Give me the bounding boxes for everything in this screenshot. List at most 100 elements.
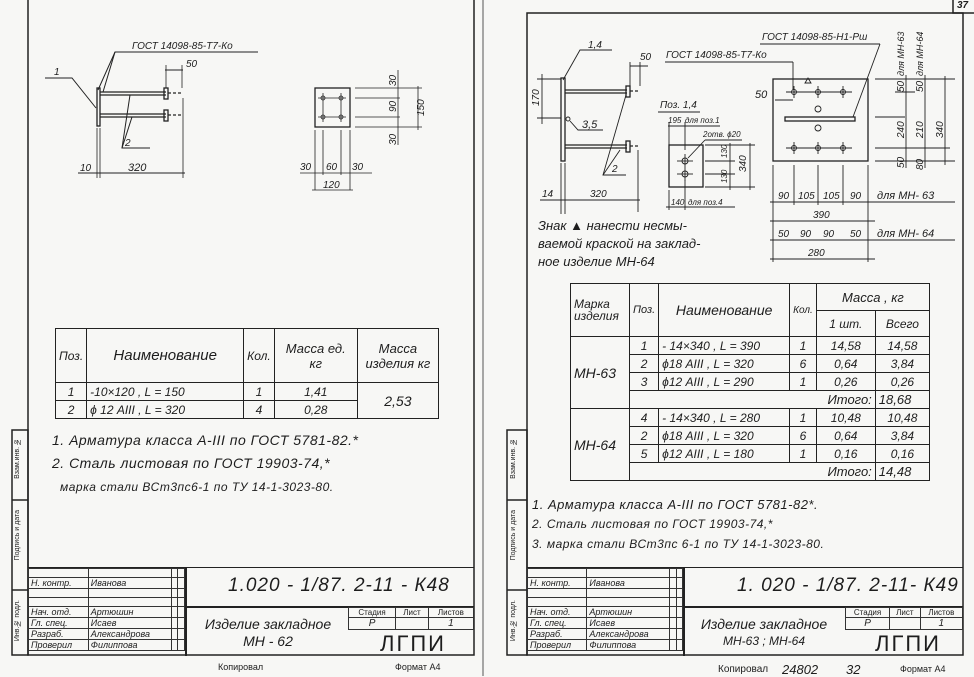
role-label: Разраб. (526, 628, 588, 640)
stage-label: Стадия (844, 607, 891, 618)
format-label: Формат А4 (900, 664, 946, 674)
col-header-name: Наименование (658, 283, 791, 337)
col-header-qty: Кол. (243, 328, 275, 383)
dimension: 340 (738, 155, 749, 172)
role-label: Гл. спец. (28, 617, 89, 629)
role-label: Н. контр. (28, 577, 89, 589)
col-header-pos: Поз. (628, 283, 660, 337)
copied-label: Копировал (718, 664, 769, 675)
dimension: 30 (388, 133, 399, 145)
cell-unit: 14,58 (815, 336, 876, 355)
signer-name: Александрова (586, 628, 671, 640)
dimension: 280 (807, 248, 825, 259)
signer-name: Александрова (87, 628, 173, 640)
dimension: 195 (668, 116, 682, 125)
cell-unit: 0,16 (815, 444, 876, 463)
pos-label: 2 (611, 164, 618, 175)
sheets-value: 1 (427, 617, 475, 630)
dimension-note: для МН- 64 (877, 228, 934, 240)
cell-unit: 0,64 (815, 426, 876, 445)
col-header-mark: Марка изделия (570, 283, 630, 337)
cell-name: ϕ12 AIII , L = 180 (658, 444, 791, 463)
dimension: 150 (416, 99, 427, 116)
note-3: 3. марка стали ВСт3пс 6-1 по ТУ 14-1-302… (532, 537, 825, 551)
sheets-value: 1 (919, 617, 964, 630)
gost-callout: ГОСТ 14098-85-Н1-Рш (762, 32, 868, 43)
right-detail-view (658, 111, 755, 210)
dimension: 50 (755, 89, 768, 101)
dimension: 50 (640, 52, 652, 63)
cell-name: -10×120 , L = 150 (86, 382, 245, 401)
dimension: 50 (186, 59, 198, 70)
left-drawing-labels: ГОСТ 14098-85-Т7-Ко 1 2 50 10 320 30 90 … (54, 41, 427, 191)
stamp-label: Инв.№ подл. (14, 600, 21, 642)
cell-qty: 1 (789, 336, 817, 355)
cell-unit-mass: 1,41 (273, 382, 358, 401)
signer-name: Исаев (586, 617, 671, 629)
pos-label: 3,5 (582, 119, 598, 131)
left-sheet-frame (27, 0, 475, 656)
gost-callout: ГОСТ 14098-85-Т7-Ко (132, 41, 233, 52)
role-label: Нач. отд. (28, 606, 89, 618)
role-label: Проверил (526, 639, 588, 651)
dimension: 240 (896, 121, 907, 139)
dimension-note: для поз.1 (685, 116, 720, 125)
sheets-label: Листов (427, 607, 475, 618)
sheet-label: Лист (395, 607, 429, 618)
cell-name: ϕ18 AIII , L = 320 (658, 426, 791, 445)
col-header-pos: Поз. (54, 328, 88, 383)
cell-qty: 1 (789, 444, 817, 463)
right-side-view (537, 49, 648, 214)
stamp-label: Подпись и дата (14, 510, 21, 561)
dimension: 60 (326, 162, 338, 173)
pos-label: 1 (54, 67, 60, 78)
cell-qty: 1 (243, 382, 275, 401)
dimension: 14 (542, 189, 554, 200)
document-name: Изделие закладное МН - 62 (193, 616, 343, 650)
cell-pos: 2 (54, 400, 88, 419)
signer-name: Филиппова (87, 639, 173, 651)
signer-name: Иванова (586, 577, 671, 589)
cell-qty: 4 (243, 400, 275, 419)
dimension: 170 (531, 89, 542, 106)
signatures-table: Н. контр.Иванова Нач. отд.Артюшин Гл. сп… (526, 568, 684, 651)
dimension: 90 (388, 100, 399, 112)
document-name-line: Изделие закладное (700, 616, 828, 632)
table-row: 1 -10×120 , L = 150 1 1,41 2,53 (54, 382, 440, 419)
document-name: Изделие закладное МН-63 ; МН-64 (689, 616, 839, 650)
sheet-value (889, 617, 921, 630)
right-spec-table: Марка изделия Поз. Наименование Кол. Мас… (570, 283, 931, 481)
total-label: Итого: (629, 462, 876, 481)
signer-name: Артюшин (87, 606, 173, 618)
cell-pos: 5 (628, 444, 660, 463)
pos-label: 2 (124, 138, 131, 149)
col-header-name: Наименование (86, 328, 245, 383)
detail-title: Поз. 1,4 (660, 100, 697, 111)
dimension: 90 (850, 191, 862, 202)
dimension: 130 (720, 144, 729, 158)
left-plate-view (300, 70, 422, 191)
mark-note: ваемой краской на заклад- (538, 236, 701, 251)
col-header-mass-total: Всего (874, 310, 931, 337)
col-header-mass: Масса , кг (815, 283, 931, 311)
signatures-table: Н. контр.Иванова Нач. отд.Артюшин Гл. сп… (28, 568, 185, 651)
role-label: Нач. отд. (526, 606, 588, 618)
right-drawing-labels: ГОСТ 14098-85-Н1-Рш ГОСТ 14098-85-Т7-Ко … (531, 32, 946, 269)
cell-name: ϕ 12 AIII , L = 320 (86, 400, 245, 419)
archive-sheet: 32 (846, 662, 861, 677)
dimension: 320 (590, 189, 607, 200)
stamp-label: Подпись и дата (510, 510, 517, 561)
cell-qty: 6 (789, 354, 817, 373)
note-1: 1. Арматура класса А-III по ГОСТ 5781-82… (532, 497, 819, 512)
col-header-qty: Кол. (789, 283, 817, 337)
signer-name: Артюшин (586, 606, 671, 618)
document-name-line: Изделие закладное (204, 616, 332, 632)
cell-mark: МН-63 (570, 336, 630, 409)
page-number-box (952, 0, 974, 14)
dimension-note: для МН-64 (915, 32, 925, 76)
document-code: 1. 020 - 1/87. 2-11- К49 (737, 575, 959, 596)
